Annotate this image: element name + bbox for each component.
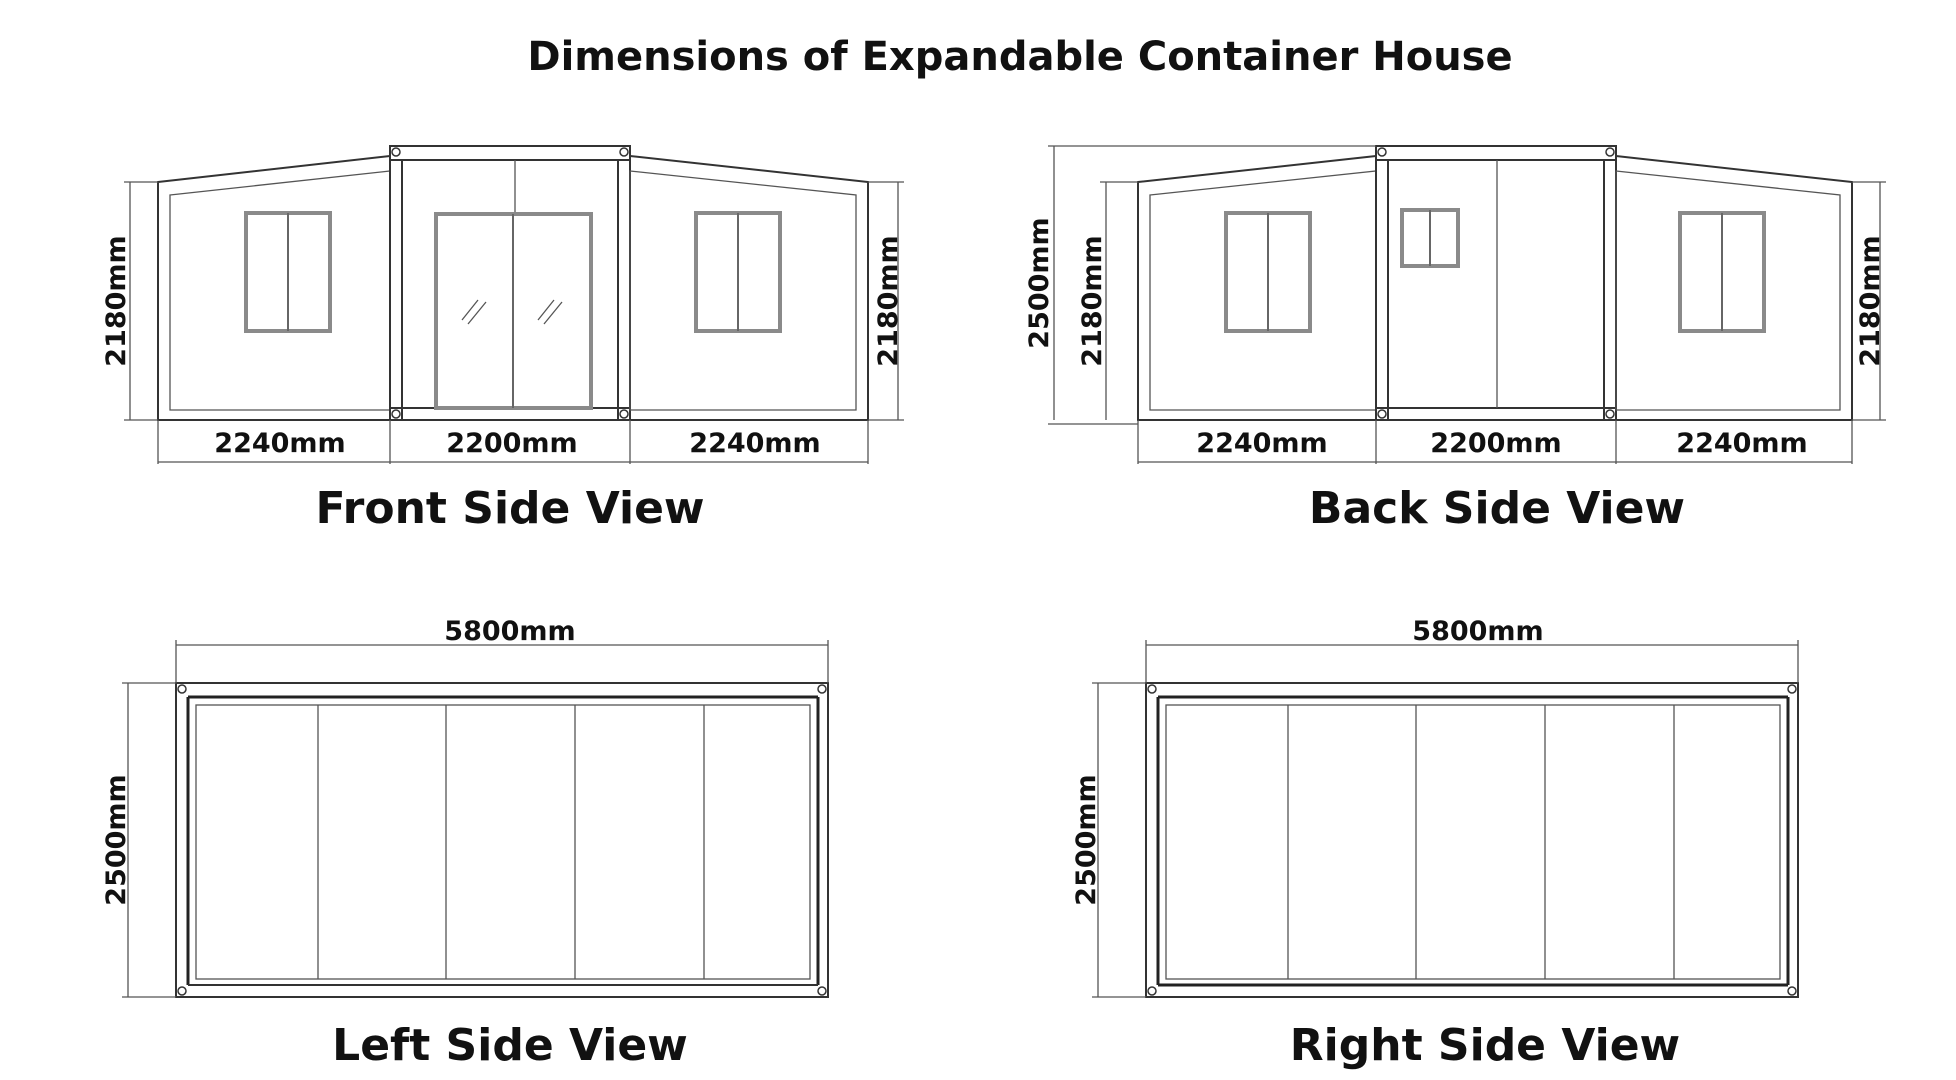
- back-right-wing: [1615, 154, 1853, 421]
- back-view-label: Back Side View: [1309, 483, 1685, 534]
- front-right-wing: [629, 154, 869, 421]
- front-width-right-label: 2240mm: [689, 428, 820, 459]
- back-height-right-label: 2180mm: [1855, 235, 1886, 366]
- front-height-right-label: 2180mm: [873, 235, 904, 366]
- left-side-view: 5800mm 2500mm Left Side View: [101, 616, 829, 1071]
- front-side-view: 2180mm 2180mm 2240mm 2200mm 2240mm Front…: [101, 145, 904, 534]
- back-center-module: [1375, 145, 1617, 421]
- front-width-left-label: 2240mm: [214, 428, 345, 459]
- front-view-label: Front Side View: [315, 483, 704, 534]
- right-length-label: 5800mm: [1412, 616, 1543, 647]
- back-height-left-label: 2180mm: [1077, 235, 1108, 366]
- left-length-label: 5800mm: [444, 616, 575, 647]
- back-height-outer-label: 2500mm: [1024, 217, 1055, 348]
- back-width-center-label: 2200mm: [1430, 428, 1561, 459]
- right-height-label: 2500mm: [1071, 774, 1102, 905]
- back-left-wing: [1137, 154, 1377, 421]
- right-view-label: Right Side View: [1290, 1020, 1680, 1071]
- left-height-label: 2500mm: [101, 774, 132, 905]
- front-width-center-label: 2200mm: [446, 428, 577, 459]
- left-view-label: Left Side View: [332, 1020, 688, 1071]
- front-left-wing: [157, 154, 391, 421]
- front-height-left-label: 2180mm: [101, 235, 132, 366]
- page-title: Dimensions of Expandable Container House: [527, 34, 1512, 80]
- back-side-view: 2500mm 2180mm 2180mm 2240mm 2200mm 2240m…: [1024, 145, 1886, 534]
- front-center-module: [389, 145, 631, 421]
- back-width-right-label: 2240mm: [1676, 428, 1807, 459]
- right-side-view: 5800mm 2500mm Right Side View: [1071, 616, 1799, 1071]
- back-width-left-label: 2240mm: [1196, 428, 1327, 459]
